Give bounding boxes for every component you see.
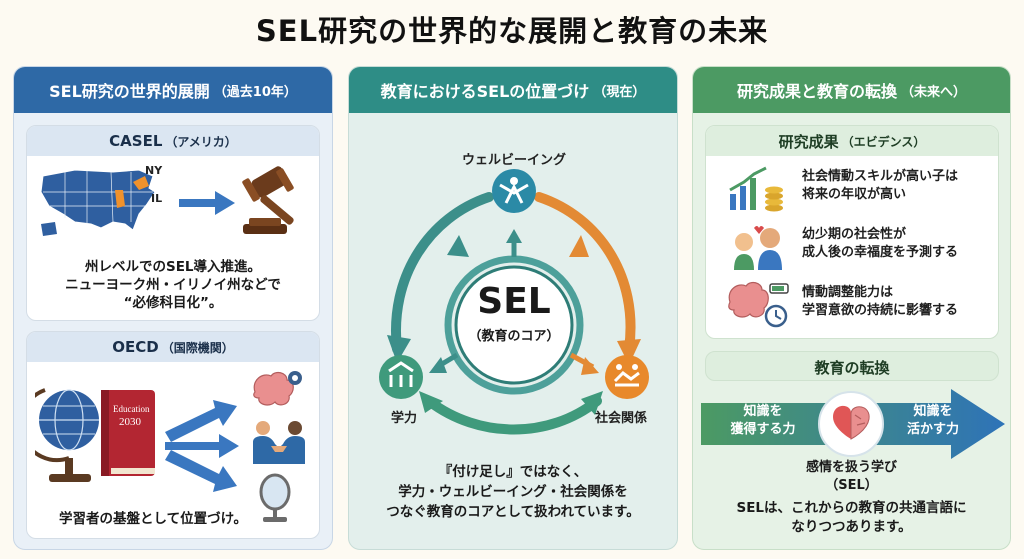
evidence-item-line1: 情動調整能力は <box>802 285 894 300</box>
sel-cycle-diagram <box>379 169 649 435</box>
evidence-item: 情動調整能力は 学習意欲の持続に影響する <box>720 278 998 330</box>
shift-right-line1: 知識を <box>913 404 953 419</box>
column-header: 研究成果と教育の転換 （未来へ） <box>693 67 1010 113</box>
arrow-right-icon <box>179 191 235 215</box>
us-map-icon <box>40 169 156 236</box>
oecd-title: OECD <box>112 338 159 356</box>
brain-gear-icon <box>253 371 302 406</box>
evidence-item-line2: 成人後の幸福度を予測する <box>802 245 959 260</box>
sel-text-line3: つなぐ教育のコアとして扱われています。 <box>386 504 640 520</box>
oecd-card-title: OECD （国際機関） <box>27 332 319 362</box>
shift-center-line2: （SEL） <box>825 478 878 493</box>
shift-right-line2: 活かす力 <box>906 422 959 437</box>
casel-text-line1: 州レベルでのSEL導入推進。 <box>84 259 262 275</box>
shift-title: 教育の転換 <box>814 358 890 377</box>
column-header-label: 教育におけるSELの位置づけ <box>380 82 590 101</box>
oecd-title-sub: （国際機関） <box>161 340 234 355</box>
evidence-item-line1: 幼少期の社会性が <box>802 227 907 242</box>
column-header-sub: （過去10年） <box>213 84 297 100</box>
globe-icon <box>35 388 99 482</box>
column-global-expansion: SEL研究の世界的展開 （過去10年） CASEL （アメリカ） NY IL <box>13 66 333 550</box>
column-header-sub: （現在） <box>593 84 646 100</box>
node-label-social: 社会関係 <box>595 411 648 426</box>
node-label-academic: 学力 <box>391 411 418 426</box>
chart-coins-icon <box>729 166 783 212</box>
evidence-card: 研究成果 （エビデンス） 社会情動スキルが高い子は 将来の年収が高い <box>705 125 999 339</box>
mirror-icon <box>259 473 291 522</box>
evidence-card-title: 研究成果 （エビデンス） <box>706 126 998 156</box>
column-header-label: 研究成果と教育の転換 <box>736 82 897 101</box>
casel-title: CASEL <box>109 132 163 150</box>
evidence-item: 幼少期の社会性が 成人後の幸福度を予測する <box>720 220 998 272</box>
gavel-icon <box>242 166 294 234</box>
shift-left-line2: 獲得する力 <box>730 422 796 437</box>
evidence-title-sub: （エビデンス） <box>841 134 926 149</box>
shift-center-line1: 感情を扱う学び <box>805 460 897 475</box>
oecd-card: OECD （国際機関） Education 2030 <box>26 331 320 539</box>
casel-text-line2: ニューヨーク州・イリノイ州などで <box>65 277 281 293</box>
page-title: SEL研究の世界的な展開と教育の未来 <box>255 14 769 48</box>
map-label-il: IL <box>151 192 163 205</box>
evidence-title: 研究成果 <box>778 132 839 151</box>
casel-card-title: CASEL （アメリカ） <box>27 126 319 156</box>
column-research-shift: 研究成果と教育の転換 （未来へ） 研究成果 （エビデンス） 社会情動スキルが高い… <box>692 66 1011 550</box>
shift-right-text: 知識を 活かす力 <box>889 403 977 439</box>
casel-card: CASEL （アメリカ） NY IL 州レベルでのSEL導入推進。 ニューヨーク… <box>26 125 320 321</box>
column-header-sub: （未来へ） <box>901 84 967 100</box>
node-label-wellbeing: ウェルビーイング <box>461 153 566 168</box>
sel-text-line2: 学力・ウェルビーイング・社会関係を <box>398 484 628 500</box>
shift-title-bar: 教育の転換 <box>705 351 999 381</box>
parent-child-icon <box>734 226 782 270</box>
shift-footer-line1: SELは、これからの教育の共通言語に <box>736 500 967 516</box>
column-header-label: SEL研究の世界的展開 <box>49 82 210 101</box>
shift-arrow <box>701 389 1005 459</box>
sel-text-line1: 『付け足し』ではなく、 <box>438 464 588 480</box>
book-title-line1: Education <box>113 404 150 414</box>
map-label-ny: NY <box>145 164 163 177</box>
sel-center-title: SEL <box>477 281 551 322</box>
evidence-item-line2: 将来の年収が高い <box>802 187 907 202</box>
fan-arrows-icon <box>165 400 239 492</box>
shift-footer-line2: なりつつあります。 <box>791 519 912 535</box>
evidence-item-line1: 社会情動スキルが高い子は <box>802 169 959 184</box>
handshake-icon <box>253 421 305 464</box>
column-sel-position: 教育におけるSELの位置づけ （現在） SEL （教育のコ <box>348 66 678 550</box>
evidence-item-line2: 学習意欲の持続に影響する <box>802 303 959 318</box>
oecd-text: 学習者の基盤として位置づけ。 <box>59 511 247 527</box>
book-title-line2: 2030 <box>119 416 141 428</box>
casel-text-line3: “必修科目化”。 <box>123 295 223 311</box>
evidence-item: 社会情動スキルが高い子は 将来の年収が高い <box>720 162 998 214</box>
sel-center-subtitle: （教育のコア） <box>468 329 560 344</box>
shift-left-line1: 知識を <box>743 404 783 419</box>
brain-battery-clock-icon <box>728 281 789 328</box>
column-header: 教育におけるSELの位置づけ （現在） <box>349 67 677 113</box>
casel-title-sub: （アメリカ） <box>165 134 237 149</box>
column-header: SEL研究の世界的展開 （過去10年） <box>14 67 332 113</box>
shift-left-text: 知識を 獲得する力 <box>713 403 813 439</box>
book-icon <box>101 390 155 476</box>
